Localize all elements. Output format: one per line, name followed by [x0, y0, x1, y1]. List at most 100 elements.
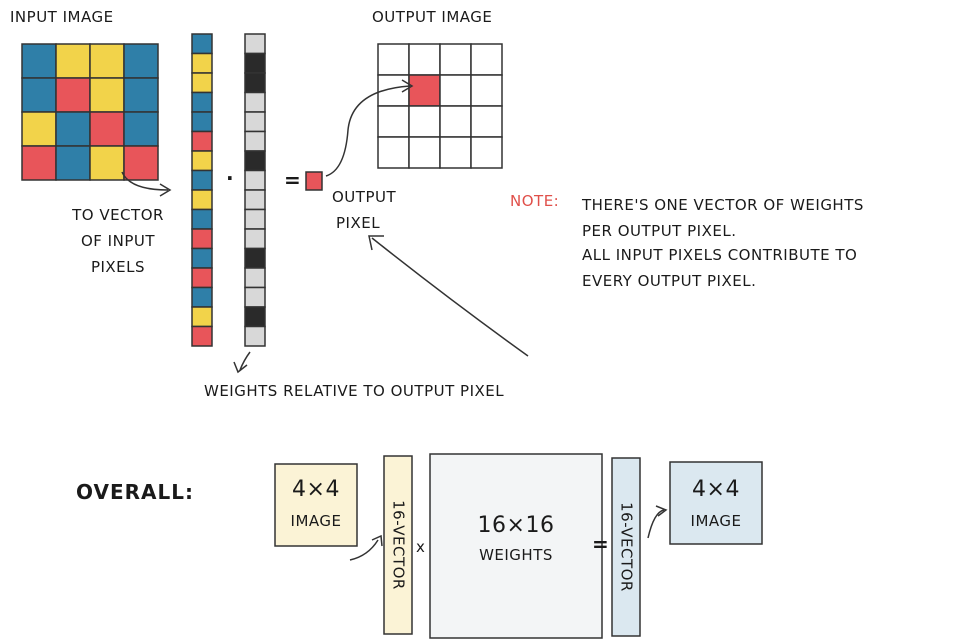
input-vector-cell [191, 130, 213, 152]
arrow-image-to-vector [349, 539, 379, 561]
arrow-note-to-pixel [371, 237, 529, 357]
input-vector-cell [191, 189, 213, 211]
input-vector-cell [191, 52, 213, 74]
input-pixel-cell [55, 43, 91, 79]
overall-times-operator: x [416, 538, 426, 556]
note-line-2: PER OUTPUT PIXEL. [582, 222, 737, 240]
output-pixel-cell [439, 43, 472, 76]
weight-cell [244, 130, 266, 152]
weights-caption: WEIGHTS RELATIVE TO OUTPUT PIXEL [204, 382, 505, 400]
overall-output-vector-label: 16-VECTOR [617, 502, 636, 592]
input-pixel-cell [55, 77, 91, 113]
input-pixel-cell [123, 111, 159, 147]
input-vector-cell [191, 91, 213, 113]
output-pixel-highlight [408, 74, 441, 107]
output-pixel-label-line1: OUTPUT [332, 188, 397, 206]
output-pixel-cell [377, 105, 410, 138]
note-label: NOTE: [510, 192, 560, 210]
output-pixel-cell [377, 43, 410, 76]
input-vector-cell [191, 306, 213, 328]
weight-cell [244, 169, 266, 191]
overall-output-vector-box [611, 457, 641, 637]
output-pixel-cell [408, 105, 441, 138]
overall-matrix-size: 16×16 [477, 513, 555, 538]
weight-cell [244, 111, 266, 133]
input-vector-cell [191, 267, 213, 289]
input-vector-cell [191, 169, 213, 191]
input-vector-cell [191, 72, 213, 94]
equals-operator: = [284, 168, 302, 192]
input-pixel-cell [89, 77, 125, 113]
to-vector-label-line2: OF INPUT [80, 232, 156, 250]
input-vector-cell [191, 247, 213, 269]
overall-output-image-box [669, 461, 763, 545]
overall-weights-matrix-box [429, 453, 603, 639]
overall-input-image-label: IMAGE [290, 512, 342, 530]
output-image-grid [377, 43, 503, 169]
input-pixel-cell [123, 43, 159, 79]
input-vector-cell [191, 228, 213, 250]
input-pixel-cell [123, 77, 159, 113]
weight-cell [244, 306, 266, 328]
output-pixel-cell [470, 74, 503, 107]
overall-input-image-box [274, 463, 358, 547]
overall-output-image-label: IMAGE [690, 512, 742, 530]
weight-cell [244, 52, 266, 74]
input-image-label: INPUT IMAGE [10, 8, 114, 26]
weight-cell [244, 228, 266, 250]
input-pixel-cell [21, 111, 57, 147]
input-pixel-vector [191, 33, 213, 347]
input-vector-cell [191, 208, 213, 230]
output-pixel-cell [470, 43, 503, 76]
overall-equals-operator: = [592, 532, 610, 556]
output-pixel-cell [470, 136, 503, 169]
weight-cell [244, 286, 266, 308]
arrow-vector-to-image [647, 509, 665, 539]
weight-cell [244, 72, 266, 94]
output-image-label: OUTPUT IMAGE [372, 8, 493, 26]
weight-cell [244, 91, 266, 113]
weight-cell [244, 150, 266, 172]
input-vector-cell [191, 325, 213, 347]
input-pixel-cell [89, 145, 125, 181]
input-pixel-cell [21, 43, 57, 79]
note-line-3: ALL INPUT PIXELS CONTRIBUTE TO [582, 246, 858, 264]
input-pixel-cell [89, 43, 125, 79]
output-pixel-cell [470, 105, 503, 138]
weights-vector [244, 33, 266, 347]
input-pixel-cell [55, 111, 91, 147]
weight-cell [244, 267, 266, 289]
input-vector-cell [191, 111, 213, 133]
input-pixel-cell [21, 145, 57, 181]
arrow-to-vector [121, 171, 169, 191]
output-pixel-square [305, 171, 323, 191]
arrow-weights-caption [239, 351, 251, 371]
overall-input-size: 4×4 [292, 477, 340, 502]
output-pixel-cell [439, 105, 472, 138]
weight-cell [244, 247, 266, 269]
input-pixel-cell [123, 145, 159, 181]
overall-input-vector-label: 16-VECTOR [389, 500, 408, 590]
arrow-pixel-to-output-grid [325, 85, 411, 177]
output-pixel-label-line2: PIXEL [336, 214, 381, 232]
overall-input-vector-box [383, 455, 413, 635]
weight-cell [244, 189, 266, 211]
dot-operator: · [226, 166, 235, 190]
weight-cell [244, 325, 266, 347]
weight-cell [244, 33, 266, 55]
overall-matrix-label: WEIGHTS [479, 546, 553, 564]
note-line-4: EVERY OUTPUT PIXEL. [582, 272, 757, 290]
input-vector-cell [191, 150, 213, 172]
output-pixel-cell [439, 74, 472, 107]
to-vector-label-line1: TO VECTOR [72, 206, 164, 224]
output-pixel-cell [439, 136, 472, 169]
to-vector-label-line3: PIXELS [90, 258, 146, 276]
overall-title: OVERALL: [76, 480, 194, 504]
input-vector-cell [191, 286, 213, 308]
input-pixel-cell [55, 145, 91, 181]
input-image-grid [21, 43, 159, 181]
overall-output-size: 4×4 [692, 477, 740, 502]
output-pixel-cell [377, 136, 410, 169]
input-vector-cell [191, 33, 213, 55]
